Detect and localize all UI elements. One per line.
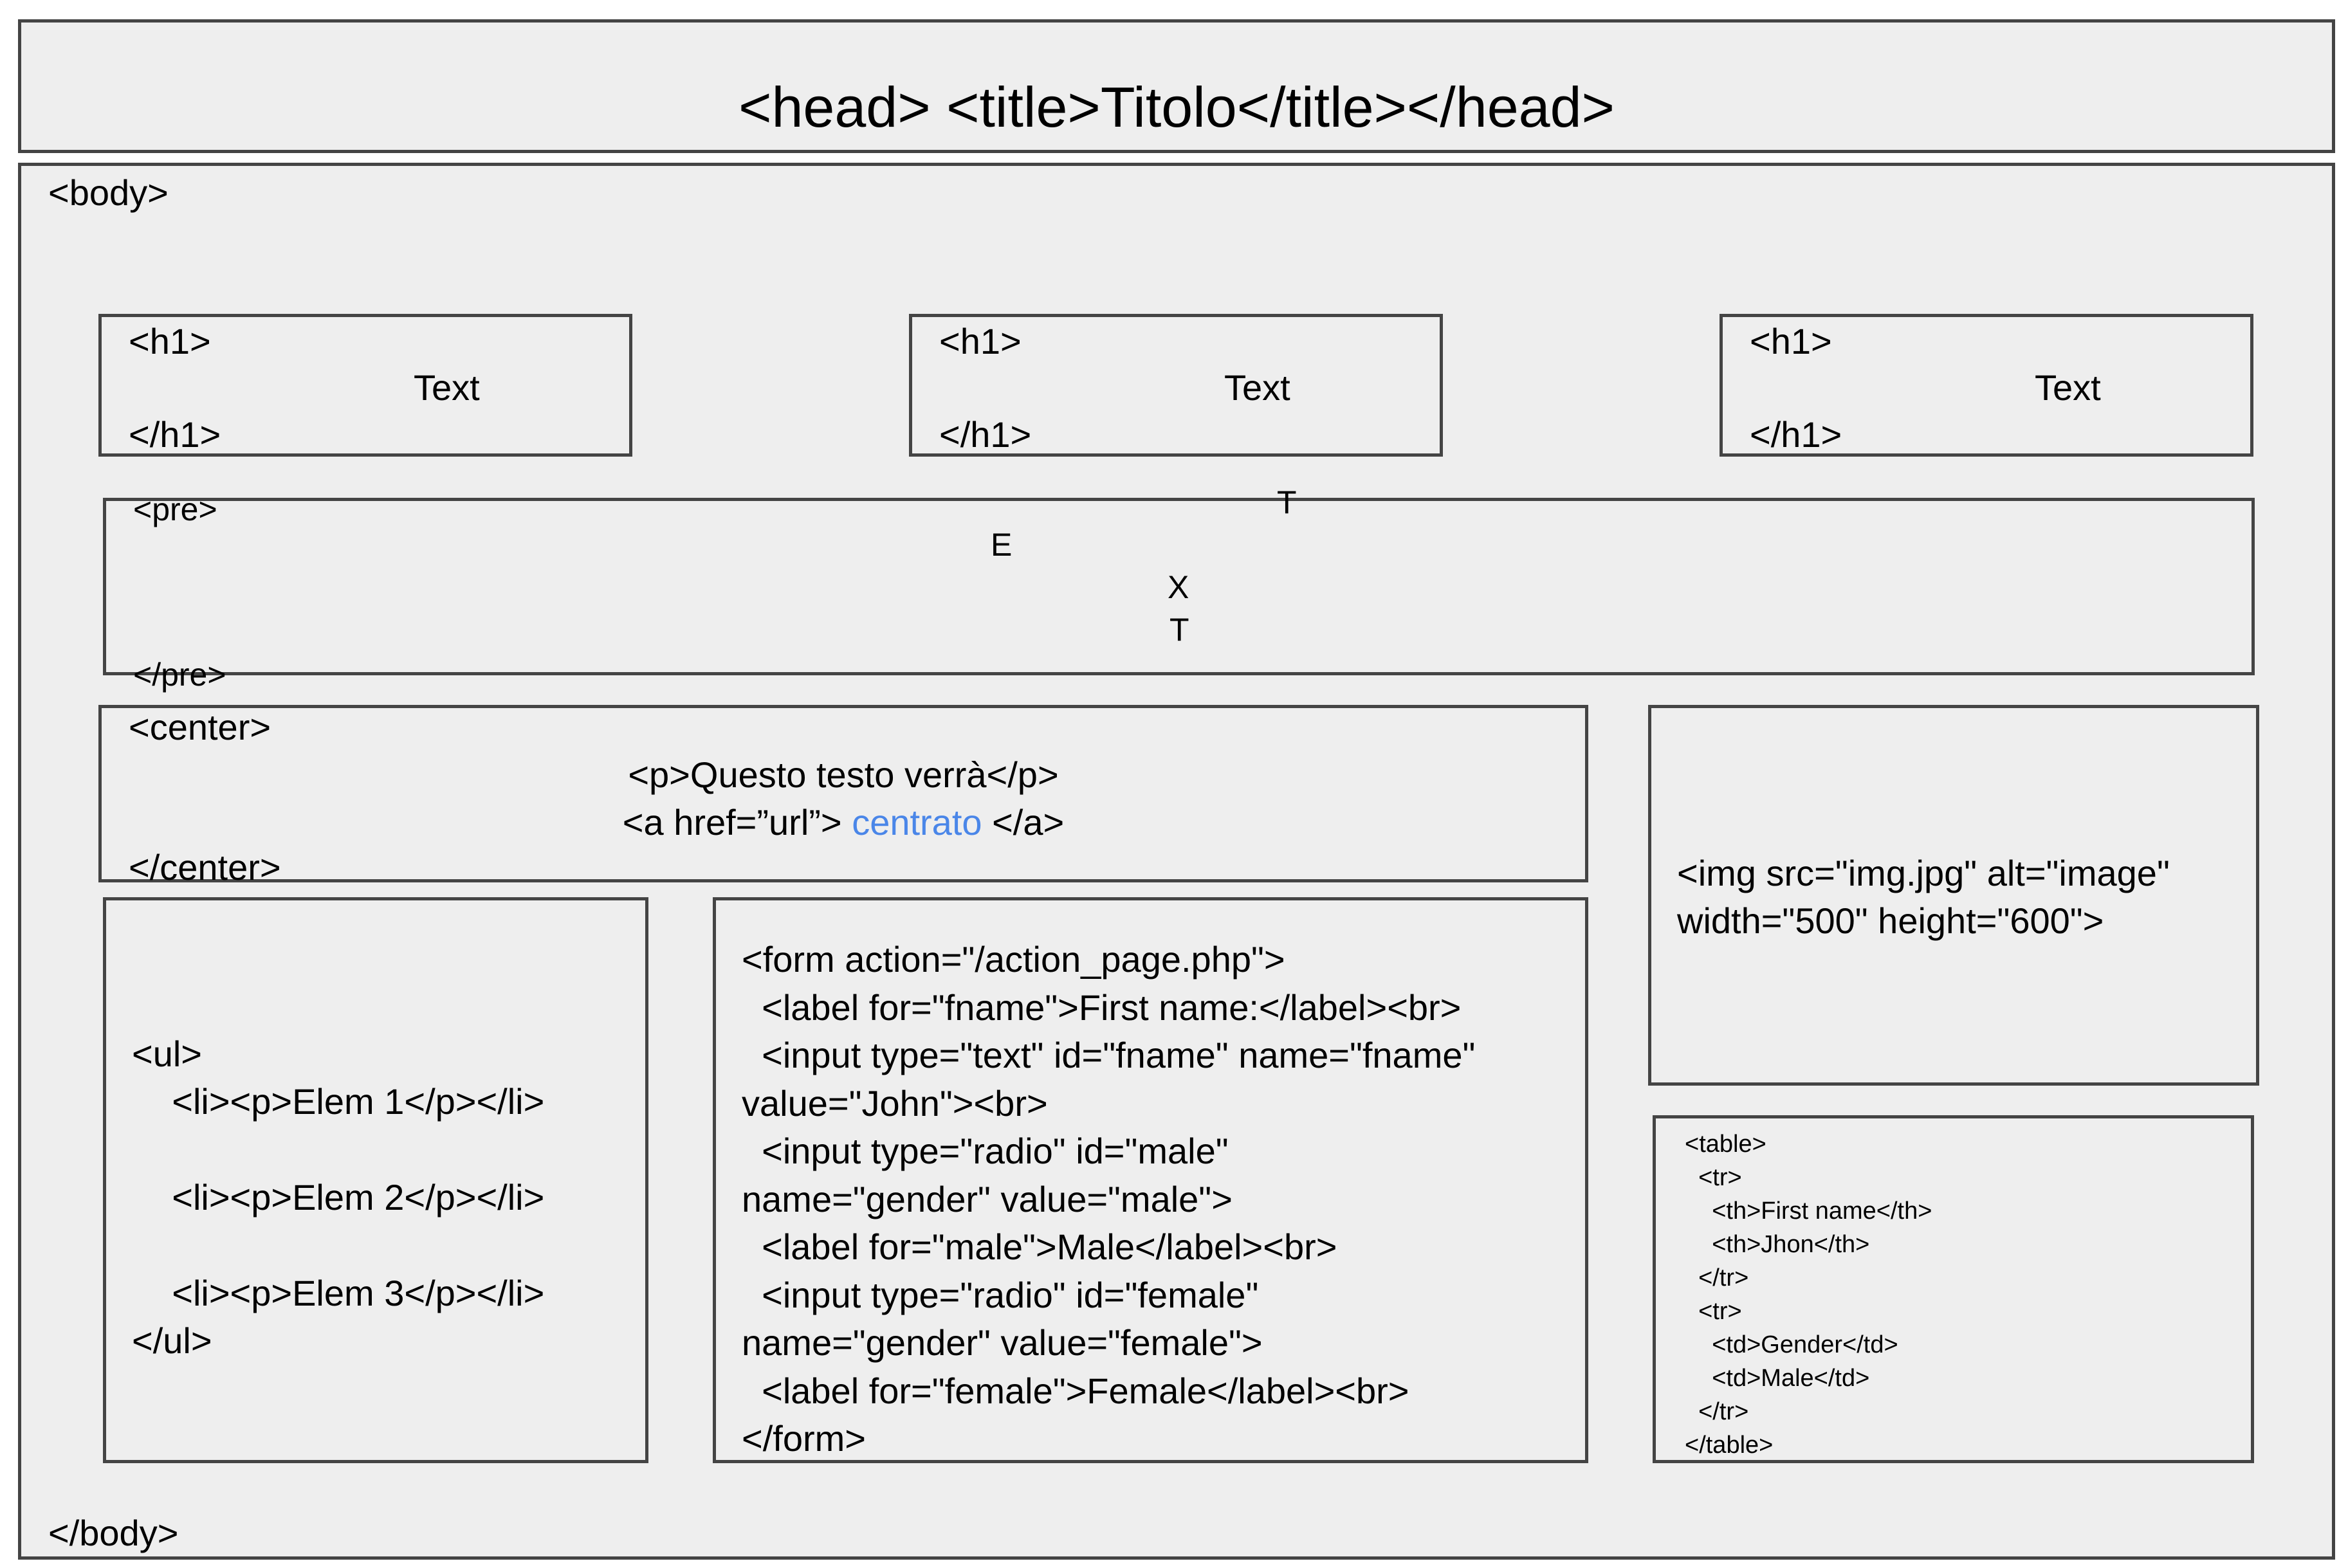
anchor-close-tag: </a> <box>982 802 1065 843</box>
table-line-9: </tr> <box>1685 1398 1749 1425</box>
h1-open-tag: <h1> <box>129 321 211 361</box>
head-label: <head> <title>Titolo</title></head> <box>738 75 1615 139</box>
form-block: <form action="/action_page.php"> <label … <box>713 897 1588 1463</box>
list-block: <ul> <li><p>Elem 1</p></li> <li><p>Elem … <box>103 897 648 1463</box>
table-line-7: <td>Gender</td> <box>1685 1331 1898 1358</box>
pre-open-tag: <pre> <box>133 491 217 527</box>
h1-block-1: <h1> Text </h1> <box>98 314 632 457</box>
table-line-6: <tr> <box>1685 1298 1742 1325</box>
img-code-line-1: <img src="img.jpg" alt="image" <box>1677 853 2170 893</box>
form-line-8: <input type="radio" id="female" <box>742 1275 1259 1315</box>
form-line-2: <label for="fname">First name:</label><b… <box>742 987 1462 1028</box>
img-code-line-2: width="500" height="600"> <box>1677 900 2104 941</box>
list-line-2: <li><p>Elem 1</p></li> <box>132 1081 545 1122</box>
h1-block-3: <h1> Text </h1> <box>1720 314 2253 457</box>
h1-open-tag: <h1> <box>939 321 1022 361</box>
list-line-7: </ul> <box>132 1320 212 1361</box>
pre-letter-t1: T <box>1277 484 1297 520</box>
h1-text: Text <box>1224 367 1290 408</box>
h1-open-tag: <h1> <box>1750 321 1832 361</box>
table-block: <table> <tr> <th>First name</th> <th>Jho… <box>1653 1115 2254 1463</box>
img-block: <img src="img.jpg" alt="image" width="50… <box>1648 705 2259 1086</box>
center-block: <center> <p>Questo testo verrà</p> <a hr… <box>98 705 1588 886</box>
anchor-link-text[interactable]: centrato <box>852 802 982 843</box>
form-line-6: name="gender" value="male"> <box>742 1179 1233 1219</box>
h1-close-tag: </h1> <box>129 414 221 455</box>
form-line-11: </form> <box>742 1418 866 1459</box>
h1-close-tag: </h1> <box>1750 414 1842 455</box>
form-line-4: value="John"><br> <box>742 1083 1048 1124</box>
pre-close-tag: </pre> <box>133 657 226 693</box>
form-line-10: <label for="female">Female</label><br> <box>742 1371 1409 1411</box>
table-line-1: <table> <box>1685 1131 1766 1158</box>
list-line-6: <li><p>Elem 3</p></li> <box>132 1273 545 1313</box>
pre-letter-t2: T <box>1169 612 1189 648</box>
h1-text: Text <box>2035 367 2101 408</box>
list-line-4: <li><p>Elem 2</p></li> <box>132 1177 545 1217</box>
form-line-1: <form action="/action_page.php"> <box>742 939 1285 980</box>
pre-letter-e: E <box>991 527 1013 563</box>
h1-text: Text <box>414 367 480 408</box>
center-paragraph: <p>Questo testo verrà</p> <box>628 754 1059 795</box>
center-close-tag: </center> <box>129 847 281 888</box>
table-line-4: <th>Jhon</th> <box>1685 1231 1870 1258</box>
head-box: <head> <title>Titolo</title></head> <box>18 19 2335 153</box>
form-line-5: <input type="radio" id="male" <box>742 1131 1229 1171</box>
list-line-1: <ul> <box>132 1034 202 1074</box>
body-close-tag: </body> <box>48 1513 179 1553</box>
pre-block: <pre> </pre> <box>103 493 2255 691</box>
anchor-open-tag: <a href=”url”> <box>622 802 852 843</box>
h1-close-tag: </h1> <box>939 414 1032 455</box>
table-line-8: <td>Male</td> <box>1685 1365 1870 1392</box>
body-open-tag: <body> <box>48 172 169 213</box>
center-anchor-line: <a href=”url”> centrato </a> <box>102 805 1585 841</box>
center-open-tag: <center> <box>129 707 271 747</box>
table-line-2: <tr> <box>1685 1164 1742 1191</box>
form-line-3: <input type="text" id="fname" name="fnam… <box>742 1035 1476 1075</box>
pre-letter-x: X <box>1168 569 1189 605</box>
form-line-7: <label for="male">Male</label><br> <box>742 1226 1337 1267</box>
table-line-5: </tr> <box>1685 1264 1749 1291</box>
h1-block-2: <h1> Text </h1> <box>909 314 1443 457</box>
table-line-3: <th>First name</th> <box>1685 1198 1932 1225</box>
form-line-9: name="gender" value="female"> <box>742 1322 1263 1363</box>
table-line-10: </table> <box>1685 1432 1774 1459</box>
